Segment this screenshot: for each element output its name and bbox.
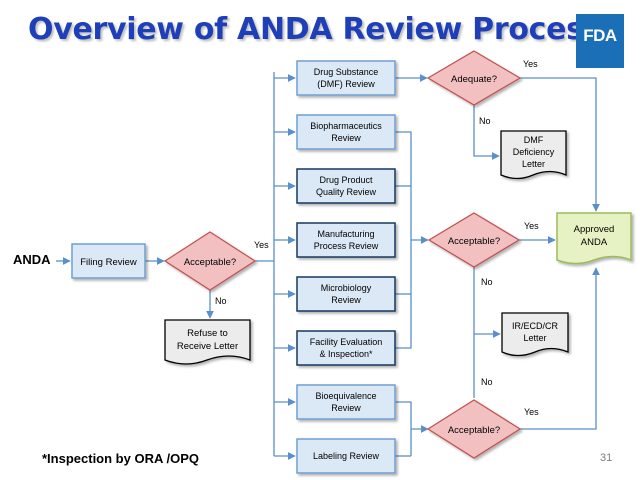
review-box-bioequivalence: Bioequivalence Review xyxy=(296,384,396,420)
filing-review-box xyxy=(71,243,146,279)
refuse-letter-line-1: Refuse to xyxy=(187,328,228,339)
review-box-drug-product: Drug Product Quality Review xyxy=(296,168,396,204)
adequate-decision xyxy=(426,50,522,106)
acceptable-decision-2 xyxy=(427,212,521,268)
refuse-letter-doc xyxy=(164,319,251,365)
adequate-yes: Yes xyxy=(523,59,538,69)
page-title: Overview of ANDA Review Process xyxy=(28,12,602,47)
review-label-line: Review xyxy=(331,295,361,305)
approved-line: ANDA xyxy=(581,237,608,248)
dmf-letter-doc xyxy=(500,130,567,180)
ir-letter-doc xyxy=(501,312,569,357)
review-box-labeling: Labeling Review xyxy=(296,438,396,474)
review-label-line: Process Review xyxy=(314,241,379,251)
review-label-line: Bioequivalence xyxy=(315,391,376,401)
no-label-3: No xyxy=(481,377,493,387)
review-label-line: Drug Substance xyxy=(314,67,379,77)
acceptable-1-yes: Yes xyxy=(254,240,269,250)
review-label-line: Review xyxy=(331,403,361,413)
review-label-line: (DMF) Review xyxy=(317,79,375,89)
acceptable-decision-1 xyxy=(163,231,257,291)
ir-letter-line: Letter xyxy=(523,333,546,343)
acceptable-2-no: No xyxy=(481,277,493,287)
review-box-microbiology: Microbiology Review xyxy=(296,276,396,312)
acceptable-1-no: No xyxy=(215,296,227,306)
approved-anda-doc xyxy=(556,212,632,265)
acceptable-2-yes: Yes xyxy=(524,221,539,231)
dmf-letter-line: DMF xyxy=(524,135,544,145)
fda-logo: FDA xyxy=(576,14,624,68)
page-number: 31 xyxy=(600,452,613,464)
review-label-line: Quality Review xyxy=(316,187,377,197)
ir-letter-line: IR/ECD/CR xyxy=(512,321,559,331)
review-label-line: & Inspection* xyxy=(319,349,373,359)
connectors xyxy=(56,72,600,460)
adequate-no: No xyxy=(479,116,491,126)
review-box-manufacturing: Manufacturing Process Review xyxy=(296,222,396,258)
footnote: *Inspection by ORA /OPQ xyxy=(42,451,199,466)
anda-start-label: ANDA xyxy=(13,252,51,267)
review-label-line: Facility Evaluation xyxy=(310,337,383,347)
acceptable-3-label: Acceptable? xyxy=(448,425,500,436)
review-box-facility: Facility Evaluation & Inspection* xyxy=(296,330,396,366)
review-label-line: Drug Product xyxy=(319,175,373,185)
fda-logo-text: FDA xyxy=(583,26,617,45)
review-label-line: Manufacturing xyxy=(317,229,374,239)
review-label-line: Biopharmaceutics xyxy=(310,121,382,131)
acceptable-1-label: Acceptable? xyxy=(184,257,236,268)
review-box-biopharmaceutics: Biopharmaceutics Review xyxy=(296,114,396,150)
refuse-letter-line-2: Receive Letter xyxy=(177,341,238,352)
adequate-label: Adequate? xyxy=(451,74,497,85)
filing-review-label: Filing Review xyxy=(80,257,137,268)
review-label-line: Microbiology xyxy=(321,283,372,293)
review-label-line: Review xyxy=(331,133,361,143)
acceptable-2-label: Acceptable? xyxy=(448,236,500,247)
review-label-line: Labeling Review xyxy=(313,451,380,461)
dmf-letter-line: Deficiency xyxy=(513,147,555,157)
acceptable-3-yes: Yes xyxy=(524,407,539,417)
dmf-letter-line: Letter xyxy=(522,159,545,169)
acceptable-decision-3 xyxy=(426,399,522,459)
review-box-drug-substance: Drug Substance (DMF) Review xyxy=(296,60,396,96)
approved-line: Approved xyxy=(574,224,615,235)
